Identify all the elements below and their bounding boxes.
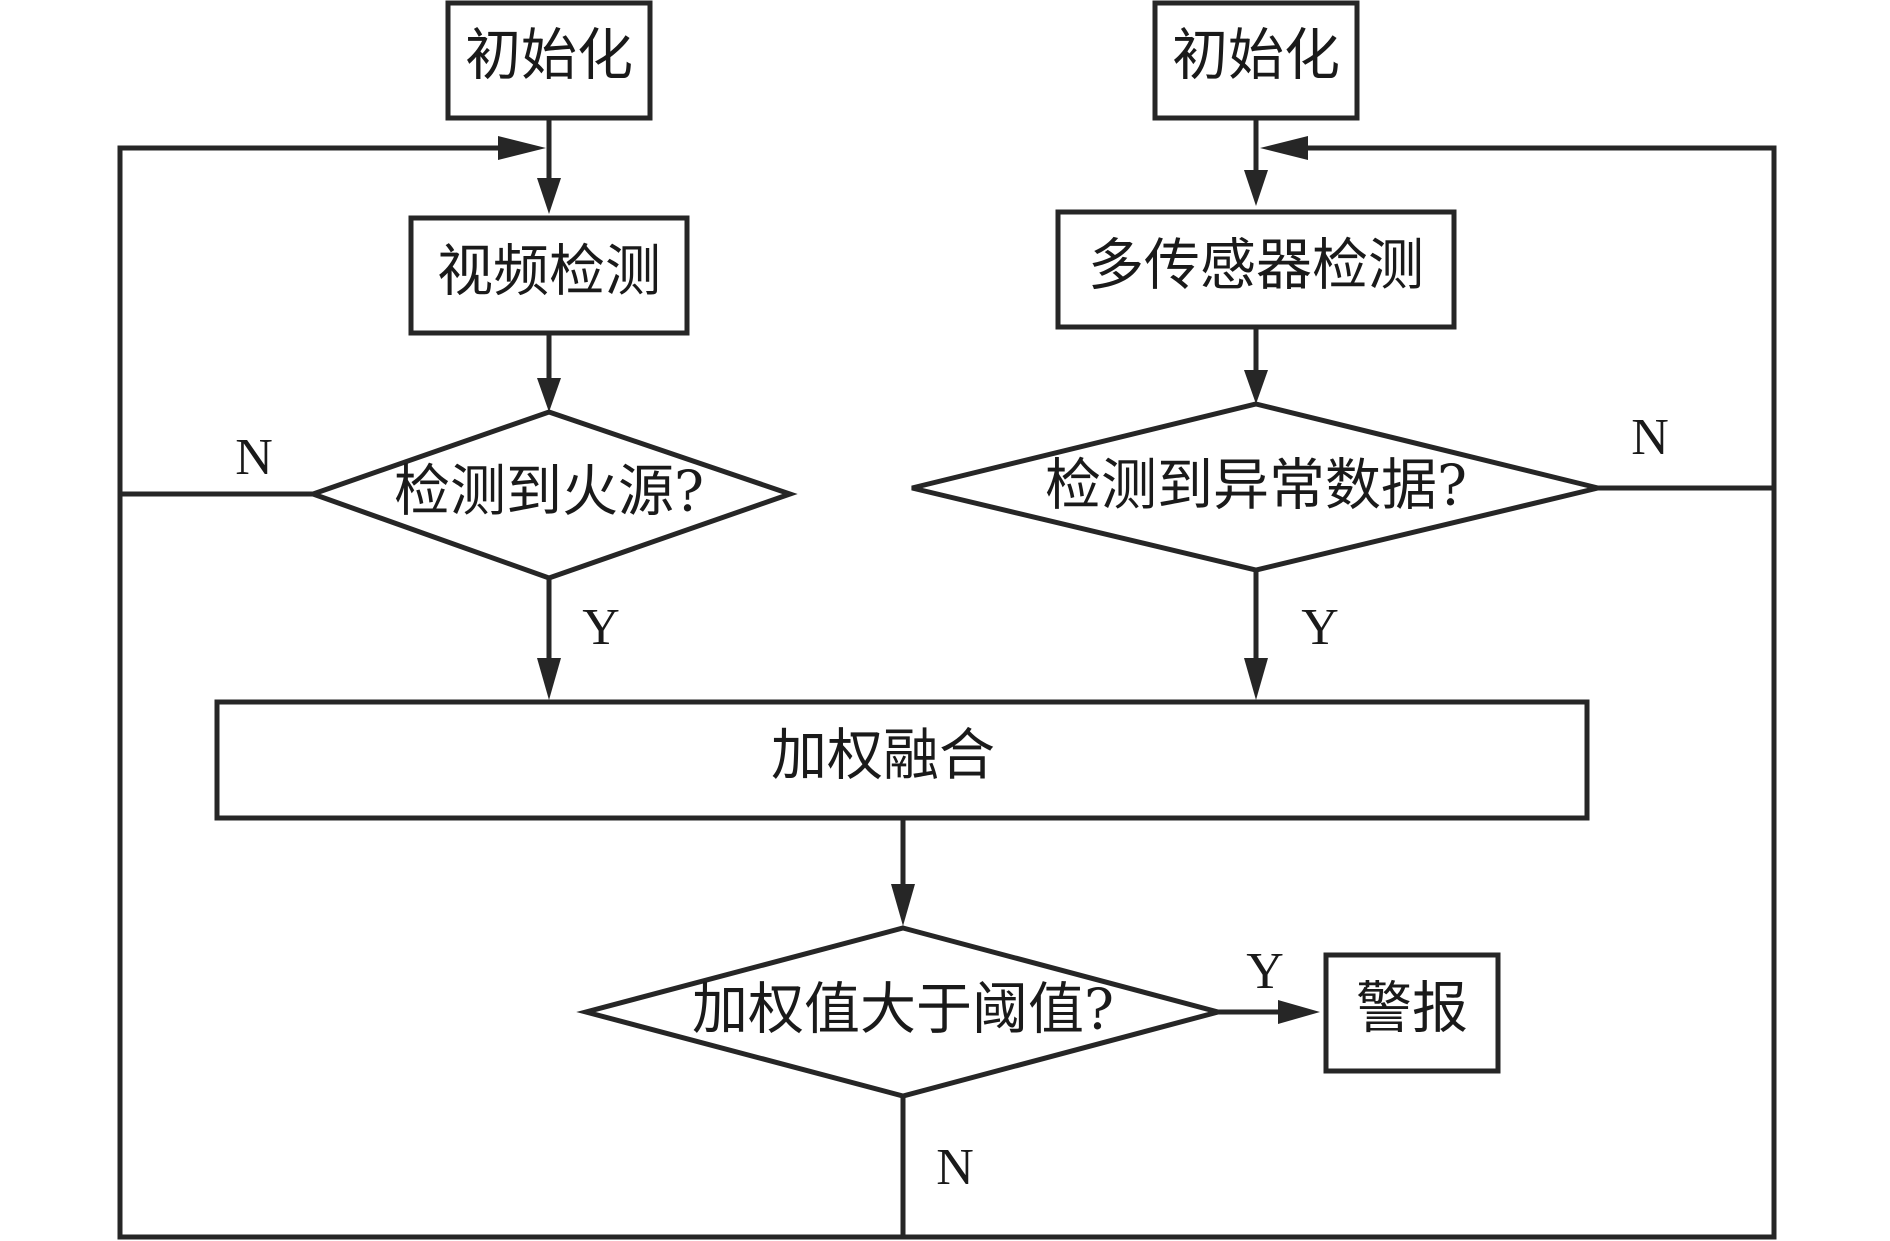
abnormal-data-label: 检测到异常数据?	[1045, 454, 1467, 519]
weighted-fusion-box	[214, 699, 1590, 821]
alarm-label: 警报	[1356, 977, 1468, 1042]
arrowhead-abnormal-yes	[1244, 658, 1268, 700]
abnormal-data-decision	[911, 401, 1599, 573]
init-left-label: 初始化	[465, 24, 633, 89]
arrowhead-to-video	[537, 178, 561, 214]
multi-sensor-detect-box	[1055, 209, 1457, 330]
video-detect-label: 视频检测	[437, 240, 661, 305]
alarm-box	[1323, 952, 1501, 1074]
fire-yes-flag: Y	[582, 599, 620, 656]
arrowhead-to-alarm	[1278, 1000, 1320, 1024]
init-right-box	[1152, 0, 1360, 121]
fire-detected-decision	[305, 409, 798, 581]
over-threshold-label: 加权值大于阈值?	[692, 978, 1114, 1043]
threshold-no-flag: N	[936, 1139, 974, 1196]
video-detect-box	[408, 215, 690, 336]
arrowhead-left-loop-in	[498, 136, 546, 160]
over-threshold-decision	[576, 925, 1228, 1099]
fire-detected-label: 检测到火源?	[394, 460, 704, 525]
abnormal-no-flag: N	[1631, 409, 1669, 466]
weighted-fusion-label: 加权融合	[771, 724, 995, 789]
init-left-box	[445, 0, 653, 121]
init-right-label: 初始化	[1172, 24, 1340, 89]
arrowhead-to-threshold	[891, 884, 915, 926]
multi-sensor-detect-label: 多传感器检测	[1088, 234, 1424, 299]
arrowhead-to-fire	[537, 378, 561, 412]
arrowhead-right-loop-in	[1260, 136, 1308, 160]
abnormal-yes-flag: Y	[1301, 599, 1339, 656]
threshold-yes-flag: Y	[1246, 943, 1284, 1000]
arrowhead-fire-yes	[537, 658, 561, 700]
fire-no-flag: N	[235, 429, 273, 486]
arrowhead-to-sensor	[1244, 170, 1268, 206]
arrowhead-to-abnormal	[1244, 370, 1268, 404]
